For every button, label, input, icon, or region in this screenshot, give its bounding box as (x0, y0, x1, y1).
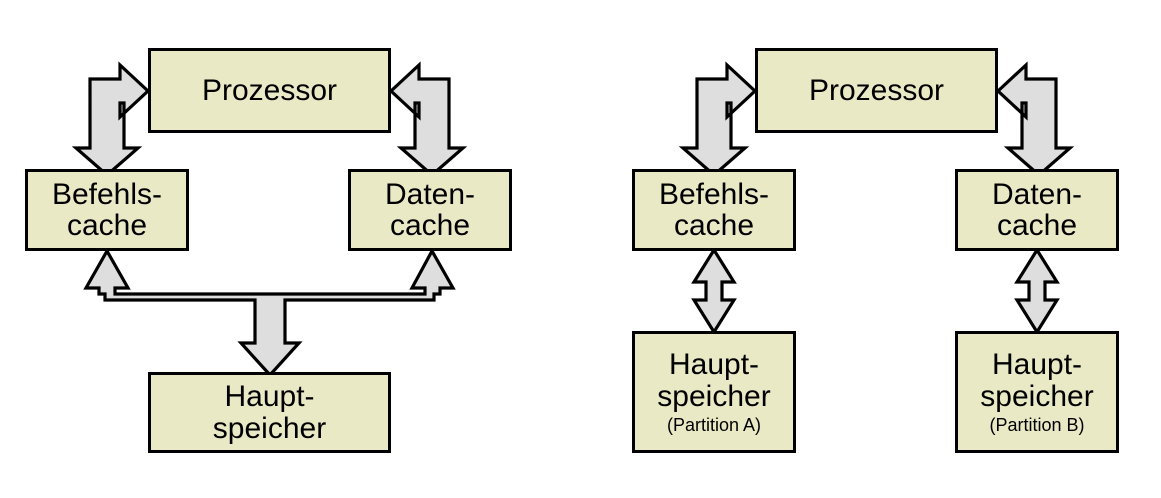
left-data-cache-label-line1: Daten- (384, 177, 476, 211)
right-main-memory-b-label-line2: speicher (980, 379, 1094, 413)
left-data-cache-label-line2: cache (389, 209, 471, 242)
arrow-left-processor-to-data-cache (388, 61, 468, 178)
right-main-memory-partition-b-box[interactable]: Haupt- speicher (Partition B) (955, 331, 1119, 453)
left-main-memory-label-line2: speicher (212, 411, 327, 445)
right-main-memory-a-label-line1: Haupt- (668, 348, 760, 382)
arrow-right-processor-to-instruction-cache (678, 61, 758, 178)
right-main-memory-b-label-line1: Haupt- (991, 348, 1083, 382)
right-main-memory-b-partition-label: (Partition B) (989, 414, 1085, 435)
right-data-cache-box[interactable]: Daten- cache (955, 169, 1119, 251)
right-processor-label: Prozessor (808, 73, 945, 107)
arrow-right-processor-to-data-cache (995, 61, 1075, 178)
right-main-memory-a-partition-label: (Partition A) (666, 414, 762, 435)
arrow-right-instruction-cache-to-memory-a (691, 246, 737, 336)
left-processor-box[interactable]: Prozessor (148, 48, 391, 133)
right-instruction-cache-label-line2: cache (673, 209, 755, 242)
left-instruction-cache-box[interactable]: Befehls- cache (25, 169, 189, 251)
left-instruction-cache-label-line1: Befehls- (51, 177, 163, 211)
arrow-right-data-cache-to-memory-b (1014, 246, 1060, 336)
right-instruction-cache-label-line1: Befehls- (658, 177, 770, 211)
left-data-cache-box[interactable]: Daten- cache (348, 169, 512, 251)
left-instruction-cache-label-line2: cache (66, 209, 148, 242)
left-processor-label: Prozessor (201, 73, 338, 107)
right-processor-box[interactable]: Prozessor (755, 48, 998, 133)
right-main-memory-partition-a-box[interactable]: Haupt- speicher (Partition A) (632, 331, 796, 453)
right-data-cache-label-line2: cache (996, 209, 1078, 242)
left-main-memory-box[interactable]: Haupt- speicher (148, 372, 391, 453)
right-instruction-cache-box[interactable]: Befehls- cache (632, 169, 796, 251)
right-data-cache-label-line1: Daten- (991, 177, 1083, 211)
arrow-left-memory-to-caches (83, 247, 456, 378)
right-main-memory-a-label-line2: speicher (657, 379, 771, 413)
arrow-left-processor-to-instruction-cache (71, 61, 151, 178)
left-main-memory-label-line1: Haupt- (224, 380, 315, 414)
